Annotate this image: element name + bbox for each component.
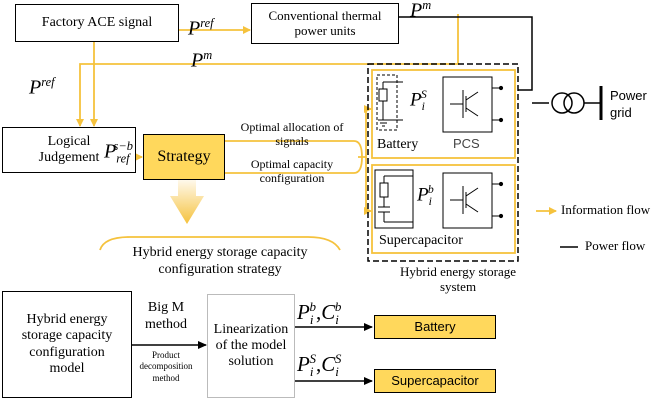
optimal-allocation-label: Optimal allocation of signals — [240, 120, 344, 148]
p-ref-sb-label: Prefs−b — [104, 139, 133, 166]
p-m-middle-label: Pm — [191, 48, 213, 72]
hybrid-storage-container — [367, 63, 519, 262]
power-flow-lines — [399, 16, 578, 248]
supercapacitor-output-box: Supercapacitor — [374, 369, 496, 393]
supercapacitor-pcs-icon — [442, 172, 504, 229]
power-grid-label: Power grid — [610, 88, 647, 120]
big-m-method-label: Big M method — [145, 300, 187, 332]
p-c-b-label: Pib,Cib — [297, 299, 342, 328]
p-m-top-label: Pm — [410, 0, 432, 22]
strategy-down-arrow — [170, 179, 204, 224]
conventional-units-box: Conventional thermal power units — [251, 3, 399, 44]
battery-label: Battery — [377, 137, 419, 152]
logical-judgement-box: Logical Judgement — [2, 127, 136, 173]
pcs-label: PCS — [453, 136, 480, 151]
configuration-strategy-title: Hybrid energy storage capacity configura… — [132, 245, 308, 277]
legend-power-flow: Power flow — [585, 238, 646, 253]
p-ref-top-label: Pref — [188, 16, 214, 40]
hybrid-system-label: Hybrid energy storage system — [399, 264, 516, 294]
p-c-s-label: PiS,CiS — [297, 351, 342, 380]
p-ref-left-label: Pref — [29, 75, 55, 99]
strategy-box: Strategy — [143, 134, 225, 180]
linearization-box: Linearization of the model solution — [207, 294, 295, 398]
battery-pcs-icon — [442, 76, 504, 133]
configuration-model-box: Hybrid energy storage capacity configura… — [2, 291, 132, 398]
supercapacitor-circuit-icon — [374, 169, 414, 229]
information-flow-lines — [76, 14, 557, 251]
p-b-supercap-label: Pib — [417, 183, 434, 209]
legend-information-flow: Information flow — [561, 202, 651, 217]
factory-ace-signal-box: Factory ACE signal — [15, 4, 179, 42]
p-s-battery-label: PiS — [410, 88, 427, 114]
battery-output-box: Battery — [374, 315, 496, 339]
supercapacitor-label: Supercapacitor — [379, 233, 463, 248]
product-decomposition-label: Product decomposition method — [139, 350, 193, 383]
transformer-icon — [551, 86, 603, 120]
optimal-capacity-label: Optimal capacity configuration — [250, 157, 334, 185]
battery-circuit-icon — [376, 74, 403, 131]
